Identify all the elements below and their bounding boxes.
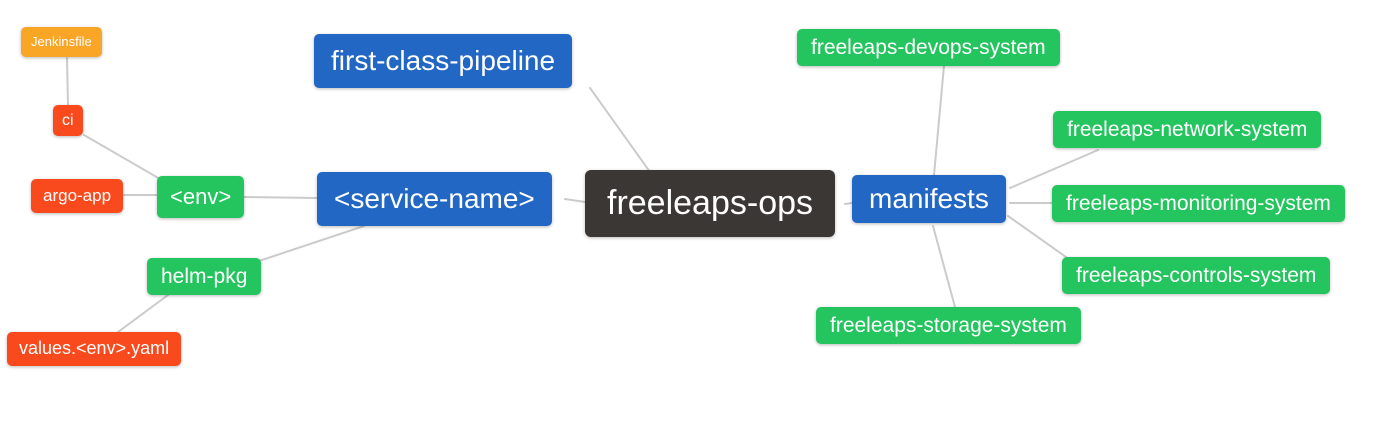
- edge-manifests-network: [1009, 149, 1099, 189]
- edge-ops-manifests: [844, 202, 853, 205]
- edge-manifests-controls: [1007, 215, 1067, 258]
- node-argo-app[interactable]: argo-app: [31, 179, 124, 214]
- node-jenkinsfile[interactable]: Jenkinsfile: [21, 27, 102, 57]
- node-freeleaps-ops-root[interactable]: freeleaps-ops: [585, 170, 836, 237]
- edge-values-helm-pkg: [117, 294, 169, 333]
- edge-jenkinsfile-ci: [66, 57, 69, 106]
- node-env[interactable]: <env>: [157, 176, 245, 219]
- node-freeleaps-monitoring-system[interactable]: freeleaps-monitoring-system: [1052, 185, 1345, 223]
- node-ci[interactable]: ci: [53, 105, 83, 137]
- node-values-env-yaml[interactable]: values.<env>.yaml: [7, 332, 182, 366]
- node-freeleaps-network-system[interactable]: freeleaps-network-system: [1053, 111, 1322, 149]
- node-freeleaps-controls-system[interactable]: freeleaps-controls-system: [1062, 257, 1331, 295]
- node-manifests[interactable]: manifests: [852, 175, 1006, 223]
- node-helm-pkg[interactable]: helm-pkg: [147, 258, 262, 296]
- node-freeleaps-storage-system[interactable]: freeleaps-storage-system: [816, 307, 1081, 345]
- node-first-class-pipeline[interactable]: first-class-pipeline: [314, 34, 573, 88]
- edge-manifests-storage: [932, 225, 956, 308]
- node-service-name[interactable]: <service-name>: [317, 172, 552, 226]
- edge-service-name-ops: [564, 198, 586, 203]
- edge-manifests-devops: [933, 65, 945, 176]
- edge-ci-env: [83, 134, 161, 180]
- edge-env-service-name: [243, 196, 318, 199]
- edge-helm-pkg-service-name: [258, 225, 365, 262]
- edge-pipeline-ops: [589, 87, 651, 173]
- node-freeleaps-devops-system[interactable]: freeleaps-devops-system: [797, 29, 1060, 67]
